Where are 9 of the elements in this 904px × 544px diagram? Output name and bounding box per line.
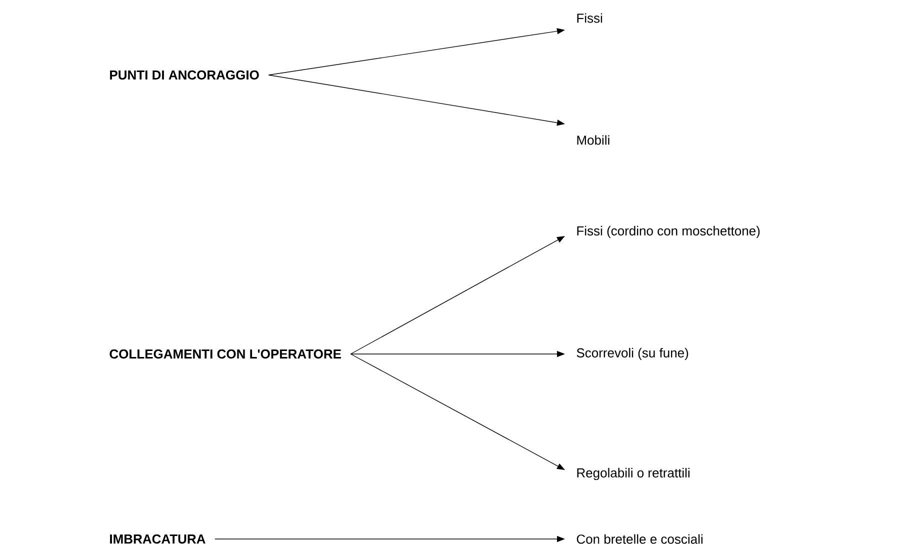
item-label: Scorrevoli (su fune) xyxy=(576,348,688,360)
category-label: COLLEGAMENTI CON L'OPERATORE xyxy=(110,349,341,359)
item-label: Fissi xyxy=(577,13,602,23)
category-label: PUNTI DI ANCORAGGIO xyxy=(110,70,259,80)
item-label: Fissi (cordino con moschettone) xyxy=(577,226,760,238)
item-label: Mobili xyxy=(577,135,610,145)
item-label: Regolabili o retrattili xyxy=(577,468,690,480)
item-label: Con bretelle e cosciali xyxy=(576,534,702,544)
category-label: IMBRACATURA xyxy=(110,534,206,544)
